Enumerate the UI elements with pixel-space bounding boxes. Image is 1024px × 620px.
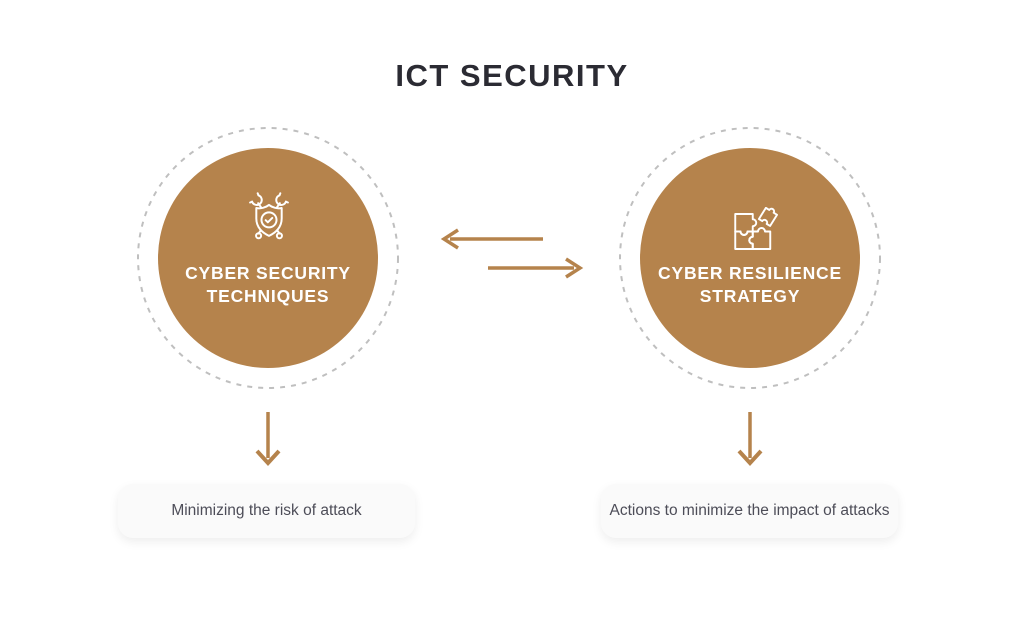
note-text: Actions to minimize the impact of attack… — [609, 502, 890, 519]
dashed-ring — [619, 127, 881, 389]
wrench-shield-check-icon — [249, 192, 289, 240]
note-minimize-risk: Minimizing the risk of attack — [118, 484, 415, 538]
node-cyber-security-techniques: CYBER SECURITY TECHNIQUES — [128, 118, 408, 398]
note-minimize-impact: Actions to minimize the impact of attack… — [601, 484, 898, 538]
puzzle-pieces-icon — [734, 207, 778, 250]
dashed-ring — [137, 127, 399, 389]
node-cyber-resilience-strategy: CYBER RESILIENCE STRATEGY — [610, 118, 890, 398]
arrow-down-left-icon — [255, 412, 281, 466]
solid-circle — [158, 148, 378, 368]
node-label: CYBER RESILIENCE STRATEGY — [610, 262, 890, 308]
arrow-right-icon — [488, 257, 584, 279]
circle-graphic — [619, 127, 881, 389]
page-title: ICT SECURITY — [395, 58, 629, 93]
node-label-line1: CYBER SECURITY — [185, 263, 351, 283]
node-label-line1: CYBER RESILIENCE — [658, 263, 842, 283]
note-text: Minimizing the risk of attack — [171, 502, 362, 519]
node-label: CYBER SECURITY TECHNIQUES — [128, 262, 408, 308]
circle-graphic — [137, 127, 399, 389]
node-label-line2: TECHNIQUES — [206, 286, 330, 306]
arrow-left-icon — [440, 228, 543, 250]
node-label-line2: STRATEGY — [699, 286, 801, 306]
solid-circle — [640, 148, 860, 368]
arrow-down-right-icon — [737, 412, 763, 466]
